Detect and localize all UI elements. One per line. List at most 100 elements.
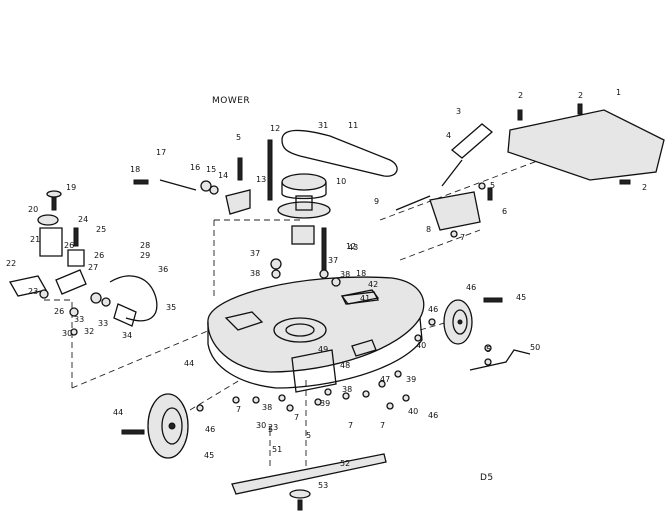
callout-12: 12	[346, 242, 356, 251]
callout-8: 8	[426, 225, 431, 234]
cover-screw-side	[619, 179, 631, 185]
callout-6: 6	[502, 207, 507, 216]
callout-5: 5	[306, 431, 311, 440]
callout-44: 44	[184, 359, 194, 368]
callout-46: 46	[466, 283, 476, 292]
callout-21: 21	[30, 235, 40, 244]
callout-7: 7	[380, 421, 385, 430]
callout-5: 5	[236, 133, 241, 142]
bolt-rod-upper	[267, 139, 273, 201]
callout-23: 23	[28, 287, 38, 296]
callout-12: 12	[270, 124, 280, 133]
height-rod	[469, 349, 531, 371]
callout-51: 51	[272, 445, 282, 454]
callout-32: 32	[84, 327, 94, 336]
callout-2: 2	[578, 91, 583, 100]
callout-53: 53	[318, 481, 328, 490]
spindle-pulley	[277, 173, 331, 245]
callout-7: 7	[294, 413, 299, 422]
callout-49: 49	[318, 345, 328, 354]
drive-belt	[281, 129, 398, 177]
callout-36: 36	[158, 265, 168, 274]
callout-30: 30	[256, 421, 266, 430]
diagram-code: D5	[480, 473, 494, 483]
rear-left-wheel	[147, 393, 189, 459]
mower-deck	[207, 276, 425, 393]
callout-10: 10	[336, 177, 346, 186]
callout-27: 27	[88, 263, 98, 272]
callout-17: 17	[156, 148, 166, 157]
callout-30: 30	[62, 329, 72, 338]
deck-hardware	[196, 182, 492, 412]
callout-28: 28	[140, 241, 150, 250]
control-cable	[109, 275, 158, 322]
bolt-rod-lower	[321, 227, 327, 275]
callout-46: 46	[428, 305, 438, 314]
callout-14: 14	[218, 171, 228, 180]
callout-16: 16	[190, 163, 200, 172]
callout-1: 1	[616, 88, 621, 97]
callout-46: 46	[205, 425, 215, 434]
callout-47: 47	[380, 375, 390, 384]
callout-18: 18	[130, 165, 140, 174]
callout-42: 42	[368, 280, 378, 289]
callout-19: 19	[66, 183, 76, 192]
callout-13: 13	[256, 175, 266, 184]
belt-cover	[507, 109, 665, 181]
callout-24: 24	[78, 215, 88, 224]
callout-4: 4	[446, 131, 451, 140]
wheel-bolt-right	[483, 297, 503, 303]
callout-39: 39	[406, 375, 416, 384]
callout-25: 25	[96, 225, 106, 234]
cover-screw-left	[517, 109, 523, 121]
callout-44: 44	[113, 408, 123, 417]
callout-38: 38	[342, 385, 352, 394]
callout-7: 7	[460, 233, 465, 242]
lift-rod	[441, 159, 463, 187]
blade-adapter	[289, 489, 311, 499]
bolt	[133, 179, 149, 185]
callout-7: 7	[236, 405, 241, 414]
callout-22: 22	[6, 259, 16, 268]
cable-fitting	[90, 292, 102, 304]
nut	[209, 185, 219, 195]
callout-2: 2	[518, 91, 523, 100]
callout-37: 37	[328, 256, 338, 265]
callout-45: 45	[516, 293, 526, 302]
lever-bolt	[487, 187, 493, 201]
callout-33: 33	[98, 319, 108, 328]
cable-clamp	[113, 303, 137, 327]
callout-29: 29	[140, 251, 150, 260]
callout-38: 38	[250, 269, 260, 278]
shaft	[159, 179, 197, 191]
callout-11: 11	[348, 121, 358, 130]
callout-26: 26	[64, 241, 74, 250]
callout-2: 2	[642, 183, 647, 192]
cover-screw-right	[577, 103, 583, 115]
callout-20: 20	[28, 205, 38, 214]
callout-40: 40	[408, 407, 418, 416]
callout-15: 15	[206, 165, 216, 174]
lift-handle	[450, 123, 494, 159]
bracket-bolt	[237, 157, 243, 181]
callout-5: 5	[486, 345, 491, 354]
callout-23: 23	[268, 423, 278, 432]
front-right-wheel	[443, 299, 473, 345]
callout-46: 46	[428, 411, 438, 420]
height-adjuster-assembly	[8, 190, 87, 336]
lever-bracket	[429, 191, 481, 231]
wheel-bolt-left	[121, 429, 145, 435]
callout-38: 38	[340, 270, 350, 279]
cutting-blade	[231, 453, 387, 495]
callout-9: 9	[374, 197, 379, 206]
callout-45: 45	[204, 451, 214, 460]
callout-33: 33	[74, 315, 84, 324]
callout-50: 50	[530, 343, 540, 352]
callout-38: 38	[262, 403, 272, 412]
callout-37: 37	[250, 249, 260, 258]
blade-bolt	[297, 499, 303, 511]
callout-52: 52	[340, 459, 350, 468]
